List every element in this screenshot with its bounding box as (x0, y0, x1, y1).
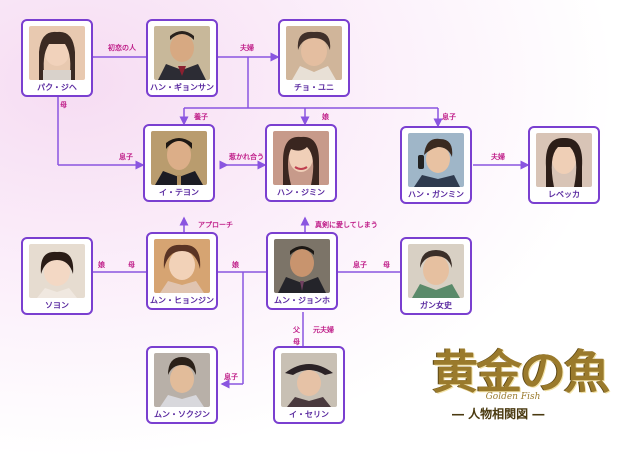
label-daughter-soyeon: 娘 (98, 261, 105, 269)
person-card-moon-sokjin[interactable]: ムン・ソクジン (146, 346, 218, 424)
label-father: 父 (293, 326, 300, 334)
label-son-gangmin: 息子 (442, 113, 456, 121)
person-card-moon-jongho[interactable]: ムン・ジョンホ (266, 232, 338, 310)
label-mother-serin: 母 (293, 338, 300, 346)
person-card-soyeon[interactable]: ソヨン (21, 237, 93, 315)
portrait-park-jihye (29, 26, 85, 80)
drama-logo-title: 黄金の魚 (432, 345, 610, 399)
label-mother-soyeon: 母 (128, 261, 135, 269)
label-son-taeyoung: 息子 (119, 153, 133, 161)
chart-caption: ― 人物相関図 ― (452, 407, 545, 421)
person-name: イ・セリン (289, 410, 329, 419)
label-first-love: 初恋の人 (108, 44, 136, 52)
portrait-moon-hyunjin (154, 239, 210, 293)
person-card-cho-yuni[interactable]: チョ・ユニ (278, 19, 350, 97)
person-card-han-gangmin[interactable]: ハン・ガンミン (400, 126, 472, 204)
person-name: ムン・ジョンホ (274, 296, 330, 305)
person-card-moon-hyunjin[interactable]: ムン・ヒョンジン (146, 232, 218, 310)
person-name: ムン・ヒョンジン (150, 296, 214, 305)
label-adopted-son: 養子 (194, 113, 208, 121)
label-former-couple: 元夫婦 (313, 326, 334, 334)
label-daughter-jimin: 娘 (322, 113, 329, 121)
person-name: ソヨン (45, 301, 69, 310)
person-name: ハン・ジミン (277, 188, 325, 197)
person-name: ハン・ガンミン (408, 190, 464, 199)
person-card-lee-taeyoung[interactable]: イ・テヨン (143, 124, 215, 202)
label-son-sokjin: 息子 (224, 373, 238, 381)
person-card-gang-lady[interactable]: ガン女史 (400, 237, 472, 315)
portrait-lee-taeyoung (151, 131, 207, 185)
person-name: ガン女史 (420, 301, 452, 310)
person-name: レベッカ (548, 190, 580, 199)
drama-logo-subtitle: Golden Fish (485, 392, 541, 402)
portrait-gang-lady (408, 244, 464, 298)
label-daughter-hyunjin: 娘 (232, 261, 239, 269)
person-card-lee-serin[interactable]: イ・セリン (273, 346, 345, 424)
portrait-lee-serin (281, 353, 337, 407)
portrait-han-jimin (273, 131, 329, 185)
person-card-park-jihye[interactable]: パク・ジヘ (21, 19, 93, 97)
label-son-jongho: 息子 (353, 261, 367, 269)
label-couple-top: 夫婦 (240, 44, 254, 52)
portrait-rebecca (536, 133, 592, 187)
person-card-han-jimin[interactable]: ハン・ジミン (265, 124, 337, 202)
person-name: ハン・ギョンサン (150, 83, 214, 92)
person-name: チョ・ユニ (294, 83, 334, 92)
portrait-han-gangmin (408, 133, 464, 187)
person-card-rebecca[interactable]: レベッカ (528, 126, 600, 204)
label-serious-love: 真剣に愛してしまう (315, 221, 378, 229)
person-card-han-gyeongsan[interactable]: ハン・ギョンサン (146, 19, 218, 97)
portrait-cho-yuni (286, 26, 342, 80)
label-mother-gang: 母 (383, 261, 390, 269)
label-attracted: 惹かれ合う (229, 153, 264, 161)
label-mother-park: 母 (60, 101, 67, 109)
portrait-moon-jongho (274, 239, 330, 293)
portrait-soyeon (29, 244, 85, 298)
person-name: パク・ジヘ (37, 83, 77, 92)
portrait-moon-sokjin (154, 353, 210, 407)
label-approach: アプローチ (198, 221, 233, 229)
label-couple-rebecca: 夫婦 (491, 153, 505, 161)
person-name: イ・テヨン (159, 188, 199, 197)
portrait-han-gyeongsan (154, 26, 210, 80)
person-name: ムン・ソクジン (154, 410, 210, 419)
